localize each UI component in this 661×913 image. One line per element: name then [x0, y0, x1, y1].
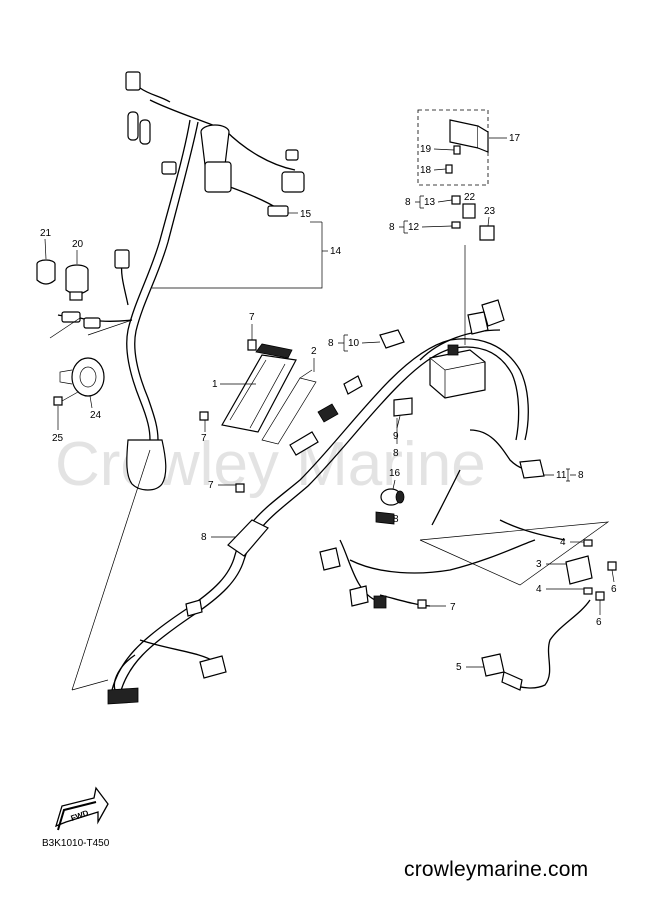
connector — [199, 655, 227, 679]
ecu-bracket — [261, 369, 317, 445]
callout-7d: 7 — [450, 602, 456, 613]
fuse-12 — [451, 221, 461, 229]
callout-9: 9 — [393, 431, 399, 442]
fuse-22 — [462, 203, 476, 219]
relay-unit — [65, 264, 89, 301]
leader-14 — [152, 222, 323, 289]
callout-13: 13 — [424, 197, 436, 208]
callout-22: 22 — [464, 192, 476, 203]
callout-8f: 8 — [393, 514, 399, 525]
callout-21: 21 — [40, 228, 52, 239]
callout-7b: 7 — [201, 433, 207, 444]
group-box-17 — [417, 109, 489, 186]
wire-harness — [57, 87, 536, 695]
diagram-code: B3K1010-T450 — [42, 838, 110, 849]
callout-8g: 8 — [578, 470, 584, 481]
leader-main — [71, 449, 151, 691]
callout-7c: 7 — [208, 480, 214, 491]
fuse-box — [429, 344, 486, 399]
connector — [375, 511, 395, 525]
callout-1: 1 — [212, 379, 218, 390]
callout-19: 19 — [420, 144, 432, 155]
screw — [247, 339, 257, 351]
leader-left — [49, 317, 133, 339]
horn — [59, 357, 105, 397]
bolt — [53, 391, 79, 406]
relay-23 — [479, 225, 495, 241]
connector — [349, 585, 369, 607]
callout-3: 3 — [536, 559, 542, 570]
flasher-relay — [36, 259, 56, 285]
callout-7a: 7 — [249, 312, 255, 323]
callouts: 1 2 3 4 4 5 6 6 7 7 7 7 8 8 8 — [40, 133, 617, 673]
cap-16 — [380, 488, 405, 506]
callout-8d: 8 — [389, 222, 395, 233]
relay-17 — [449, 119, 489, 153]
callout-8a: 8 — [201, 532, 207, 543]
callout-10: 10 — [348, 338, 360, 349]
callout-5: 5 — [456, 662, 462, 673]
connector — [185, 599, 203, 617]
callout-8b: 8 — [328, 338, 334, 349]
callout-14: 14 — [330, 246, 342, 257]
screw — [235, 483, 245, 493]
callout-17: 17 — [509, 133, 521, 144]
connector — [114, 249, 130, 269]
callout-11: 11 — [556, 470, 567, 481]
sensor-assembly — [481, 519, 617, 691]
connector-11 — [519, 459, 545, 479]
connector — [107, 687, 139, 705]
callout-4a: 4 — [560, 537, 566, 548]
connector — [61, 311, 81, 323]
screw — [417, 599, 427, 609]
callout-6a: 6 — [611, 584, 617, 595]
callout-8e: 8 — [393, 448, 399, 459]
ecu-unit — [221, 343, 297, 433]
connector — [317, 403, 339, 423]
screw — [199, 411, 209, 421]
callout-20: 20 — [72, 239, 84, 250]
clip-19 — [453, 145, 461, 155]
callout-23: 23 — [484, 206, 496, 217]
clamp-9 — [393, 397, 413, 417]
leader-lower-right — [419, 521, 610, 586]
main-switch-cluster — [125, 71, 305, 217]
callout-24: 24 — [90, 410, 102, 421]
fuse-13 — [451, 195, 461, 205]
callout-18: 18 — [420, 165, 432, 176]
connector — [467, 311, 489, 335]
fwd-arrow-icon: FWD — [54, 786, 109, 831]
site-name: crowleymarine.com — [404, 858, 589, 881]
connector — [373, 595, 387, 609]
callout-4b: 4 — [536, 584, 542, 595]
callout-16: 16 — [389, 468, 401, 479]
connector — [319, 547, 341, 571]
connector — [83, 317, 101, 329]
connector — [289, 431, 319, 456]
callout-8c: 8 — [405, 197, 411, 208]
connector-10 — [379, 329, 405, 349]
watermark: Crowley Marine — [55, 430, 486, 499]
callout-6b: 6 — [596, 617, 602, 628]
screw-18 — [445, 164, 453, 174]
callout-2: 2 — [311, 346, 317, 357]
callout-12: 12 — [408, 222, 420, 233]
callout-15: 15 — [300, 209, 312, 220]
connector — [343, 375, 363, 395]
callout-25: 25 — [52, 433, 64, 444]
